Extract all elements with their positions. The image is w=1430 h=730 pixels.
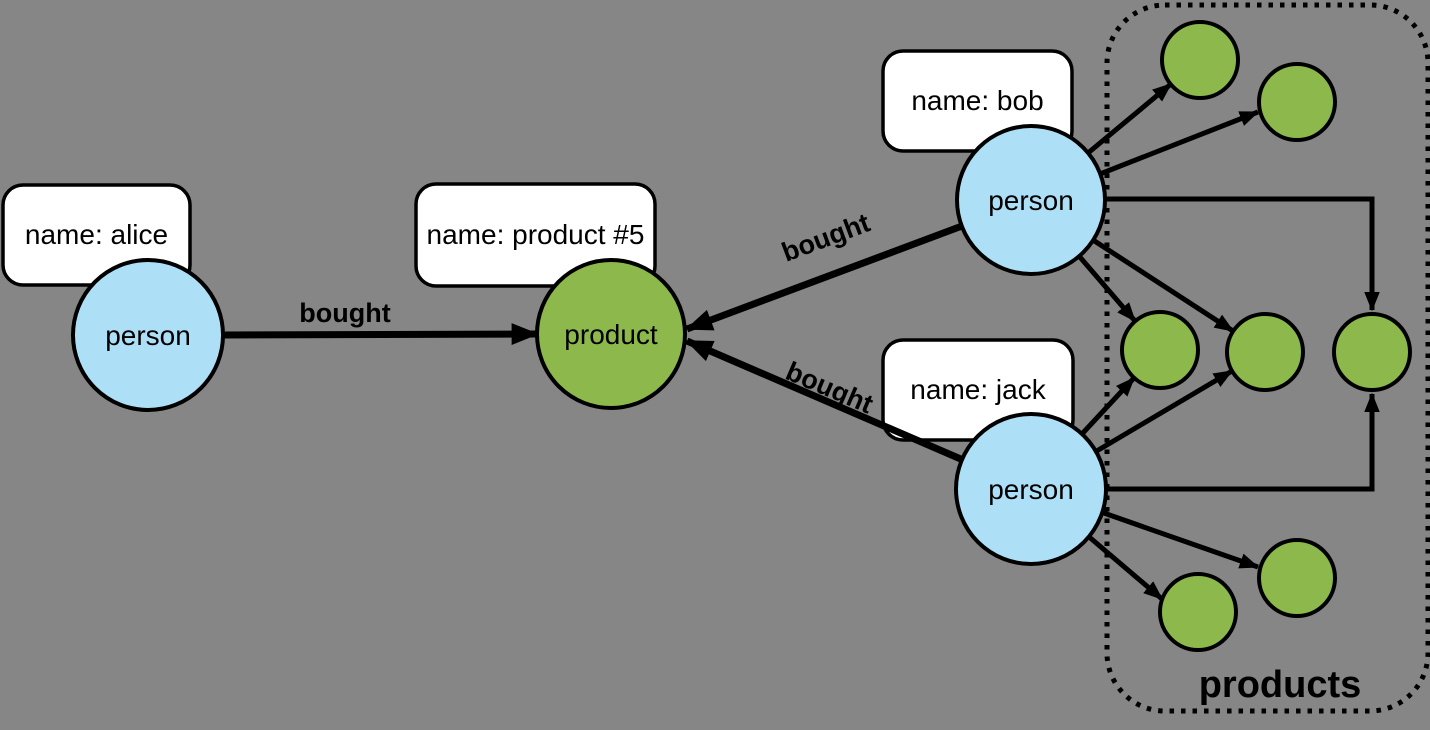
edge-bob-p4 bbox=[1091, 237, 1235, 334]
node-p2 bbox=[1257, 62, 1337, 142]
node-label-product5: product bbox=[564, 319, 658, 350]
node-p4 bbox=[1225, 312, 1305, 392]
edge-bob-p5 bbox=[1104, 196, 1380, 312]
node-label-jack: person bbox=[988, 474, 1074, 505]
edge-jack-product5 bbox=[685, 337, 965, 464]
edge-jack-p6 bbox=[1086, 534, 1164, 601]
edge-bob-p3 bbox=[1077, 254, 1137, 323]
node-label-alice: person bbox=[105, 320, 191, 351]
edge-jack-p5 bbox=[1104, 392, 1380, 492]
node-bob bbox=[955, 124, 1107, 276]
edge-alice-product5 bbox=[222, 323, 539, 346]
edge-jack-p3 bbox=[1079, 376, 1136, 437]
edge-label-jack-product5: bought bbox=[782, 356, 878, 419]
property-label-bob: name: bob bbox=[911, 85, 1043, 116]
products-cluster-label: products bbox=[1199, 664, 1362, 706]
node-p7 bbox=[1257, 538, 1337, 618]
products-cluster-boundary bbox=[1104, 2, 1430, 714]
edge-bob-p2 bbox=[1099, 109, 1260, 177]
node-p6 bbox=[1158, 572, 1238, 652]
node-p5 bbox=[1332, 312, 1412, 392]
edge-bob-product5 bbox=[685, 222, 964, 333]
property-label-jack: name: jack bbox=[910, 374, 1046, 405]
property-label-alice: name: alice bbox=[25, 219, 168, 250]
node-p3 bbox=[1120, 310, 1200, 390]
node-product5 bbox=[535, 258, 687, 410]
edge-jack-p7 bbox=[1100, 509, 1260, 570]
node-p1 bbox=[1160, 20, 1240, 100]
edge-label-bob-product5: bought bbox=[778, 208, 874, 268]
property-label-product5: name: product #5 bbox=[427, 219, 645, 250]
edge-label-alice-product5: bought bbox=[299, 298, 390, 328]
node-jack bbox=[954, 412, 1108, 566]
node-alice bbox=[71, 258, 225, 412]
node-label-bob: person bbox=[988, 185, 1074, 216]
edge-bob-p1 bbox=[1086, 82, 1173, 155]
edge-jack-p4 bbox=[1093, 368, 1234, 455]
